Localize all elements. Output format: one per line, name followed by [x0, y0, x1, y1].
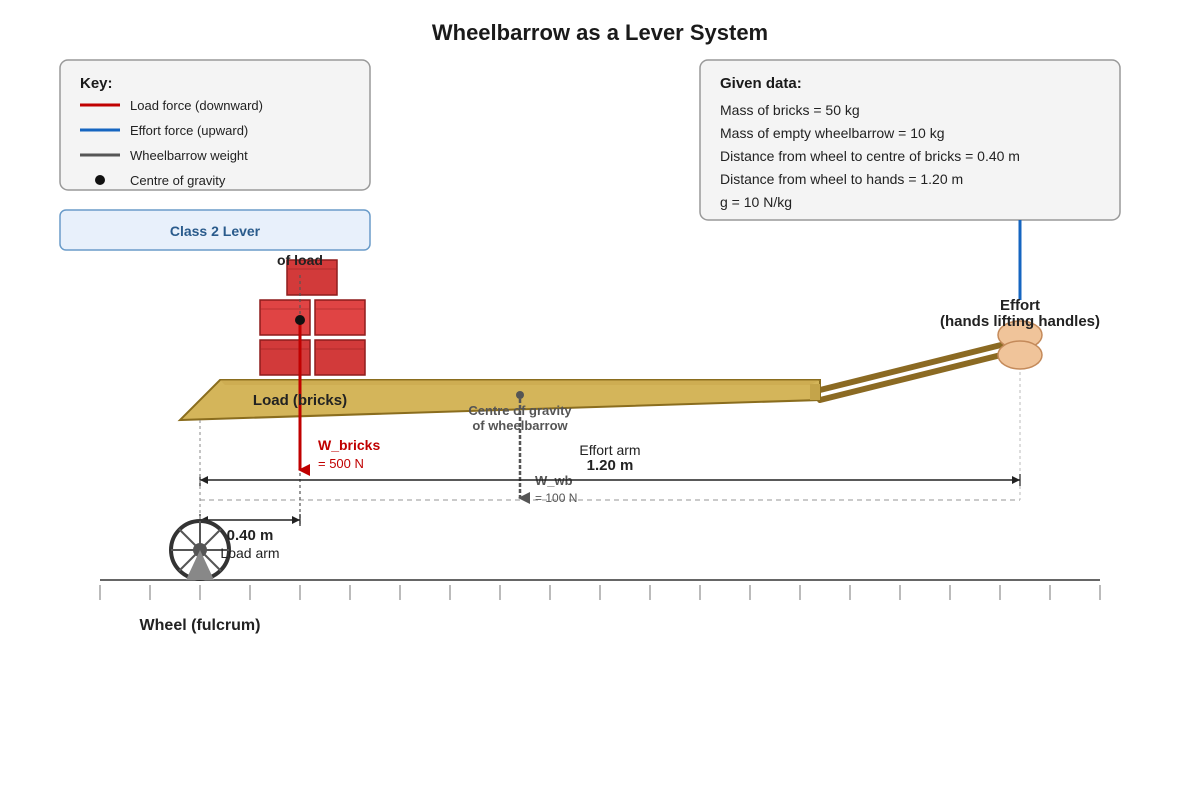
hand-icon [997, 340, 1043, 370]
brick [286, 259, 338, 296]
cog-wheelbarrow-label: of wheelbarrow [472, 418, 568, 433]
effort-arm-value: 1.20 m [587, 457, 634, 474]
ground-ticks [99, 585, 1101, 600]
w-bricks-label: W_bricks [318, 437, 380, 453]
load-label: Load (bricks) [253, 392, 347, 409]
hands [997, 320, 1043, 370]
given-line: g = 10 N/kg [720, 194, 792, 210]
given-data-panel: Given data: Mass of bricks = 50 kg Mass … [699, 59, 1121, 221]
cog-wheelbarrow-dot [516, 391, 524, 399]
key-panel: Key: Load force (downward) Effort force … [59, 59, 371, 191]
given-line: Distance from wheel to centre of bricks … [720, 148, 1020, 164]
given-line: Distance from wheel to hands = 1.20 m [720, 171, 963, 187]
load-arm-label: Load arm [220, 545, 279, 561]
brick [314, 299, 366, 336]
key-label-cog: Centre of gravity [130, 173, 226, 188]
w-wb-value: = 100 N [535, 491, 577, 505]
brick [314, 339, 366, 376]
wheelbarrow-handles [817, 341, 1008, 403]
given-heading: Given data: [720, 75, 802, 92]
wheelbarrow-tray [177, 379, 821, 422]
given-line: Mass of bricks = 50 kg [720, 102, 860, 118]
cog-load-dot [295, 315, 305, 325]
effort-label: Effort [1000, 297, 1040, 314]
load-arm-value: 0.40 m [227, 527, 274, 544]
lever-class-label: Class 2 Lever [170, 223, 261, 239]
given-line: Mass of empty wheelbarrow = 10 kg [720, 125, 945, 141]
key-label-weight: Wheelbarrow weight [130, 148, 248, 163]
key-heading: Key: [80, 75, 113, 92]
effort-arm-label: Effort arm [579, 442, 640, 458]
lever-class-badge: Class 2 Lever [59, 209, 371, 251]
cog-load-label: of load [277, 252, 323, 268]
w-bricks-value: = 500 N [318, 456, 364, 471]
effort-arm-dimension [199, 474, 1021, 486]
cog-wheelbarrow-label: Centre of gravity [468, 403, 572, 418]
ground [99, 579, 1101, 600]
page-title: Wheelbarrow as a Lever System [432, 20, 768, 45]
key-label-load: Load force (downward) [130, 98, 263, 113]
bricks-load [259, 259, 366, 376]
wheel-fulcrum [169, 420, 231, 581]
brick [259, 339, 311, 376]
fulcrum-label: Wheel (fulcrum) [140, 617, 261, 634]
key-swatch-cog [95, 175, 105, 185]
key-label-effort: Effort force (upward) [130, 123, 248, 138]
fulcrum-triangle-icon [186, 550, 214, 580]
effort-label: (hands lifting handles) [940, 313, 1100, 330]
